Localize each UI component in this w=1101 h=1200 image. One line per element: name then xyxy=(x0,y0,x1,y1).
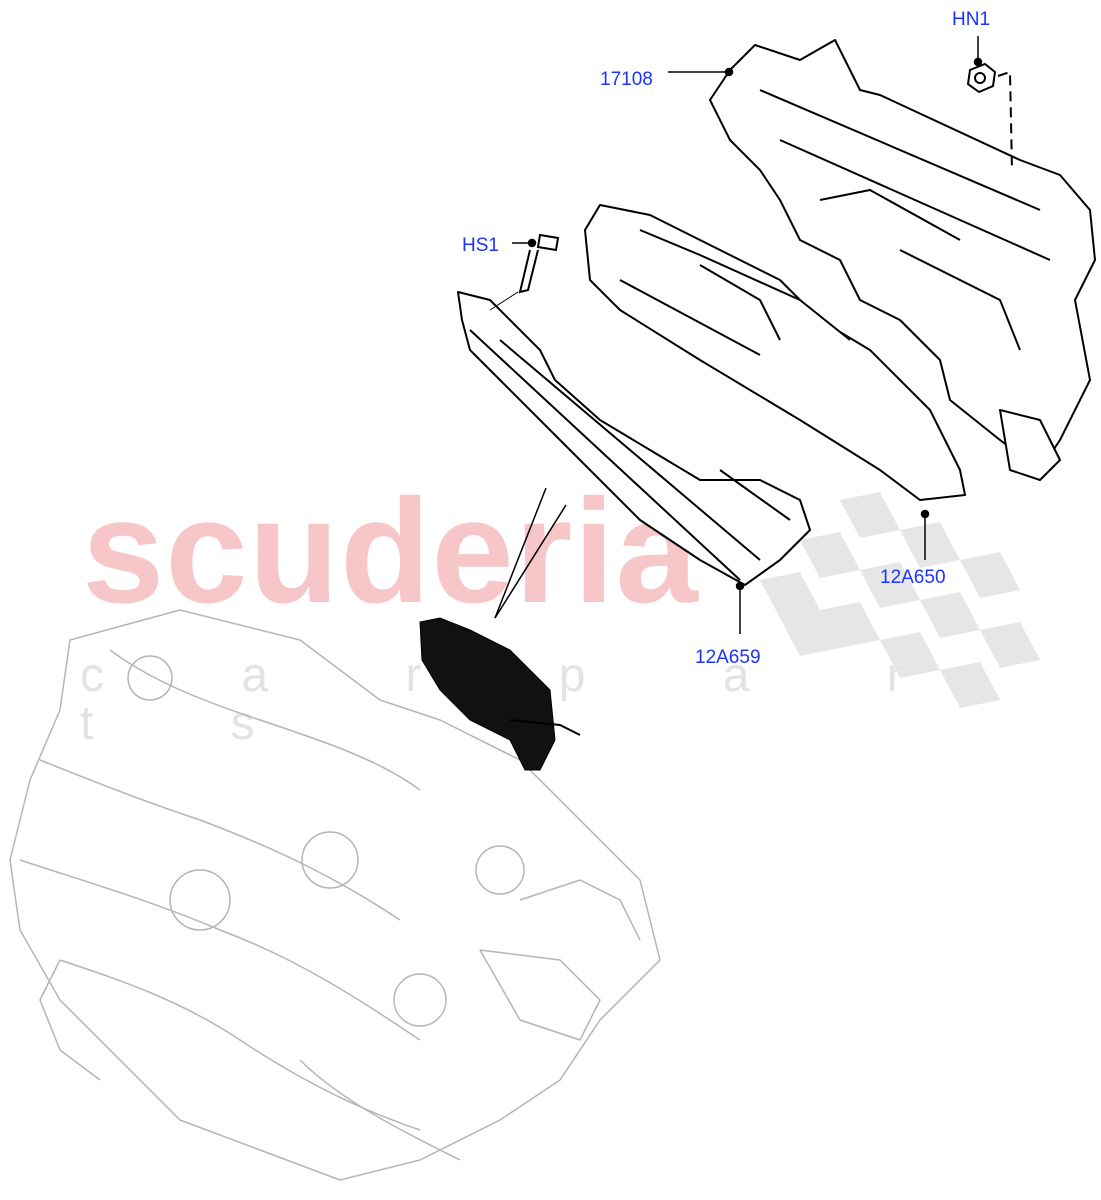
bolt-hs1 xyxy=(489,233,560,311)
callout-17108[interactable]: 17108 xyxy=(600,69,653,90)
callout-hn1[interactable]: HN1 xyxy=(952,9,991,30)
ecu-module xyxy=(584,204,966,501)
ecu-location-highlight xyxy=(419,617,581,771)
nut-hn1 xyxy=(966,62,1013,171)
callout-12a650[interactable]: 12A650 xyxy=(880,567,946,588)
engine-assembly xyxy=(9,609,661,1181)
tray-12A659 xyxy=(457,291,811,586)
callout-hs1[interactable]: HS1 xyxy=(462,235,499,256)
callout-12a659[interactable]: 12A659 xyxy=(695,647,761,668)
watermark-brand: scuderia xyxy=(82,469,699,634)
bracket-17108 xyxy=(709,39,1096,481)
